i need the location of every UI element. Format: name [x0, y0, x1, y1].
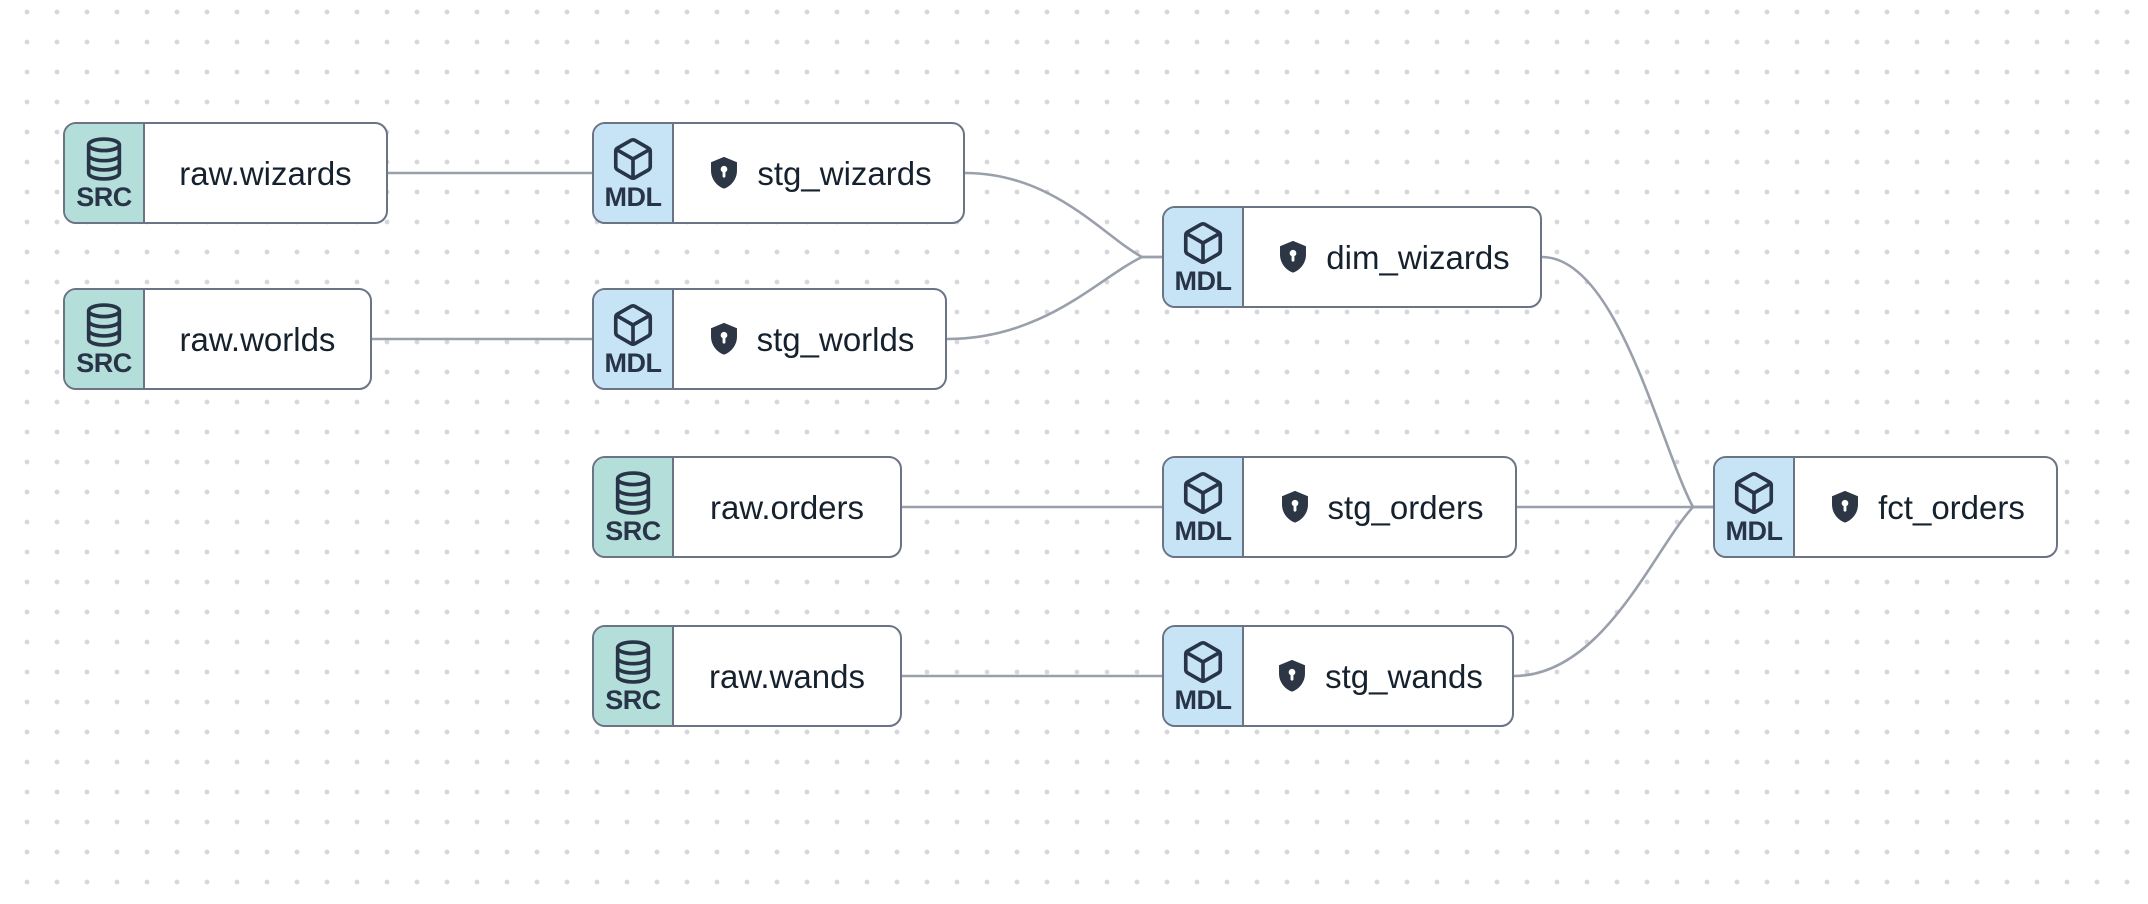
node-type-badge: MDL: [1164, 458, 1244, 556]
node-type-label: MDL: [604, 181, 662, 212]
node-stg_wands[interactable]: MDL stg_wands: [1162, 625, 1514, 727]
node-raw_wands[interactable]: SRC raw.wands: [592, 625, 902, 727]
cube-icon: [1180, 470, 1226, 516]
node-type-label: MDL: [1174, 684, 1232, 715]
node-body: raw.orders: [674, 458, 900, 556]
database-icon: [610, 470, 656, 516]
node-body: stg_orders: [1244, 458, 1515, 556]
node-label: fct_orders: [1878, 488, 2025, 526]
database-icon: [81, 302, 127, 348]
node-body: raw.worlds: [145, 290, 370, 388]
node-body: stg_worlds: [674, 290, 945, 388]
node-label: raw.wands: [709, 657, 865, 695]
database-icon: [610, 639, 656, 685]
node-type-badge: MDL: [1715, 458, 1795, 556]
node-label: stg_orders: [1327, 488, 1484, 526]
node-stg_orders[interactable]: MDL stg_orders: [1162, 456, 1517, 558]
shield-lock-icon: [1274, 238, 1312, 276]
node-type-label: SRC: [76, 347, 132, 378]
node-label: dim_wizards: [1326, 238, 1510, 276]
node-body: raw.wands: [674, 627, 900, 725]
node-type-badge: MDL: [594, 124, 674, 222]
node-stg_wizards[interactable]: MDL stg_wizards: [592, 122, 965, 224]
node-label: stg_worlds: [756, 320, 915, 358]
node-type-badge: SRC: [594, 627, 674, 725]
node-body: dim_wizards: [1244, 208, 1540, 306]
node-body: stg_wizards: [674, 124, 963, 222]
node-fct_orders[interactable]: MDL fct_orders: [1713, 456, 2058, 558]
node-type-badge: SRC: [65, 290, 145, 388]
shield-lock-icon: [1276, 488, 1314, 526]
cube-icon: [610, 136, 656, 182]
node-type-badge: SRC: [594, 458, 674, 556]
node-label: raw.wizards: [179, 154, 352, 192]
node-body: fct_orders: [1795, 458, 2056, 556]
shield-lock-icon: [705, 154, 743, 192]
node-type-label: MDL: [1725, 515, 1783, 546]
node-type-badge: SRC: [65, 124, 145, 222]
node-label: raw.orders: [709, 488, 865, 526]
node-raw_wizards[interactable]: SRC raw.wizards: [63, 122, 388, 224]
node-type-label: SRC: [76, 181, 132, 212]
node-raw_worlds[interactable]: SRC raw.worlds: [63, 288, 372, 390]
cube-icon: [610, 302, 656, 348]
node-raw_orders[interactable]: SRC raw.orders: [592, 456, 902, 558]
node-type-label: MDL: [1174, 265, 1232, 296]
node-type-label: MDL: [604, 347, 662, 378]
database-icon: [81, 136, 127, 182]
shield-lock-icon: [1273, 657, 1311, 695]
node-stg_worlds[interactable]: MDL stg_worlds: [592, 288, 947, 390]
node-label: stg_wands: [1325, 657, 1483, 695]
cube-icon: [1180, 220, 1226, 266]
edge-stg_wizards-to-dim_wizards: [964, 171, 1162, 259]
node-type-label: MDL: [1174, 515, 1232, 546]
node-type-label: SRC: [605, 684, 661, 715]
edge-stg_wands-to-fct_orders: [1513, 505, 1713, 678]
node-label: raw.worlds: [179, 320, 336, 358]
shield-lock-icon: [1826, 488, 1864, 526]
edge-stg_worlds-to-dim_wizards: [946, 255, 1162, 341]
node-type-label: SRC: [605, 515, 661, 546]
edge-dim_wizards-to-fct_orders: [1541, 255, 1713, 509]
shield-lock-icon: [705, 320, 743, 358]
node-type-badge: MDL: [594, 290, 674, 388]
cube-icon: [1731, 470, 1777, 516]
node-dim_wizards[interactable]: MDL dim_wizards: [1162, 206, 1542, 308]
node-body: stg_wands: [1244, 627, 1512, 725]
node-label: stg_wizards: [757, 154, 932, 192]
cube-icon: [1180, 639, 1226, 685]
node-type-badge: MDL: [1164, 208, 1244, 306]
node-body: raw.wizards: [145, 124, 386, 222]
node-type-badge: MDL: [1164, 627, 1244, 725]
